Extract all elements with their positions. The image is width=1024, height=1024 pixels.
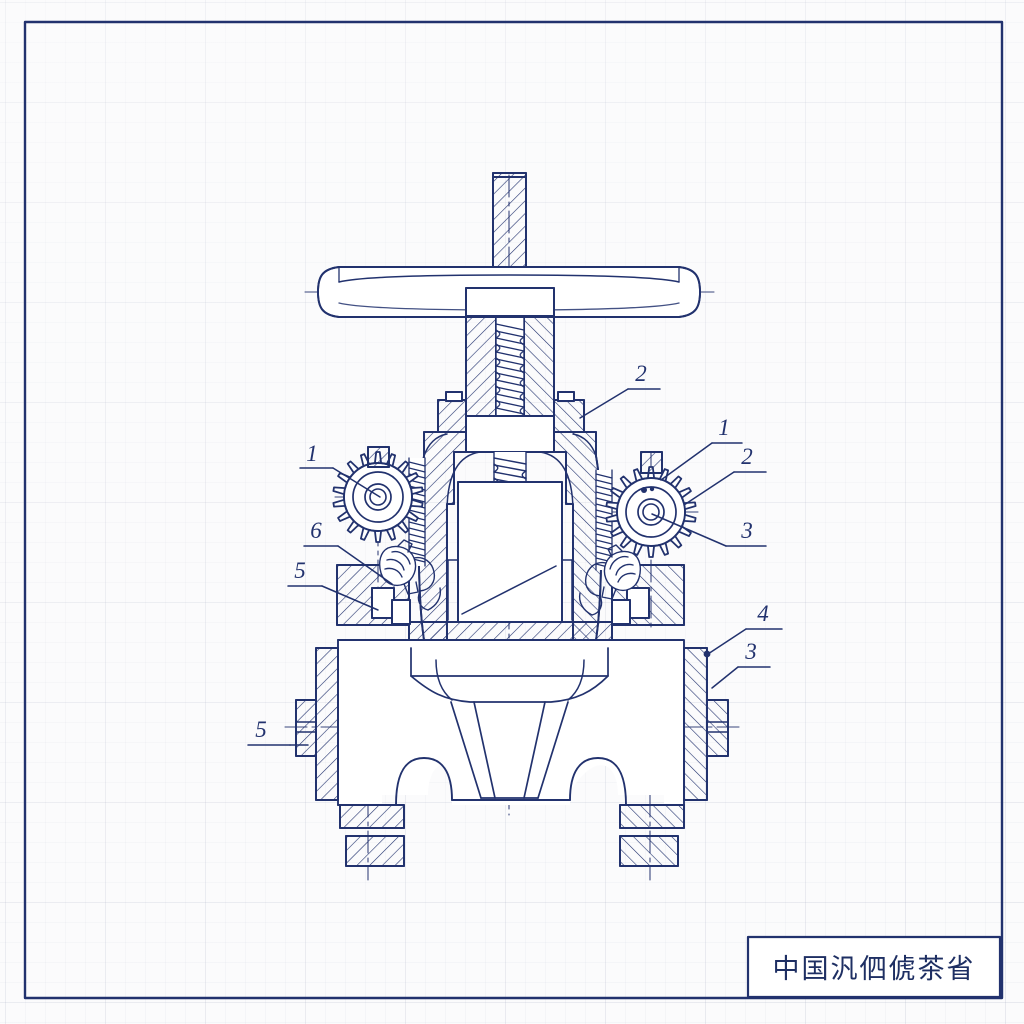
leader-2-right bbox=[683, 471, 767, 506]
balloon-label-3: 3 bbox=[744, 639, 757, 664]
gear-teeth-profile bbox=[605, 466, 697, 558]
balloon-label-1: 1 bbox=[718, 415, 730, 440]
left-worm-cluster bbox=[379, 539, 442, 611]
balloon-label-2: 2 bbox=[635, 361, 647, 386]
right-rack-strip bbox=[595, 469, 613, 571]
leader-1-right bbox=[660, 442, 743, 481]
packing-gland bbox=[465, 415, 555, 453]
balloon-label-3: 3 bbox=[740, 518, 753, 543]
right-gland-nut bbox=[611, 599, 631, 625]
left-base-bolt bbox=[339, 804, 405, 867]
left-spur-gear bbox=[332, 446, 424, 543]
leader-5-left-upper bbox=[287, 585, 379, 611]
leader-4-flange bbox=[707, 628, 783, 655]
sheet-border bbox=[23, 20, 1004, 1000]
leader-lines bbox=[247, 388, 783, 746]
left-body-flange bbox=[295, 647, 339, 801]
leader-3-right bbox=[651, 513, 767, 547]
handwheel-hub bbox=[465, 287, 555, 317]
title-block[interactable]: 中国汎伵俿茶省 bbox=[746, 935, 1002, 999]
leader-1-left bbox=[299, 467, 381, 498]
left-gland-nut bbox=[391, 599, 411, 625]
threaded-stem-section bbox=[495, 317, 525, 417]
right-body-flange bbox=[683, 647, 729, 801]
leader-3-flange bbox=[711, 666, 771, 689]
title-block-text: 中国汎伵俿茶省 bbox=[773, 954, 976, 985]
balloon-label-1: 1 bbox=[306, 441, 318, 466]
valve-body bbox=[337, 639, 685, 806]
valve-seat-cone bbox=[410, 647, 609, 799]
right-spur-gear bbox=[605, 451, 697, 558]
leader-6-left bbox=[303, 545, 393, 585]
balloon-label-5: 5 bbox=[255, 717, 267, 742]
gate-wedge bbox=[447, 481, 573, 623]
balloon-label-2: 2 bbox=[741, 444, 753, 469]
bonnet bbox=[417, 431, 603, 641]
leader-2-bonnet bbox=[579, 388, 661, 419]
balloon-label-6: 6 bbox=[310, 518, 322, 543]
balloon-label-4: 4 bbox=[757, 601, 769, 626]
right-worm-cluster bbox=[578, 544, 641, 616]
balloon-label-5: 5 bbox=[294, 558, 306, 583]
right-base-bolt bbox=[619, 804, 685, 867]
